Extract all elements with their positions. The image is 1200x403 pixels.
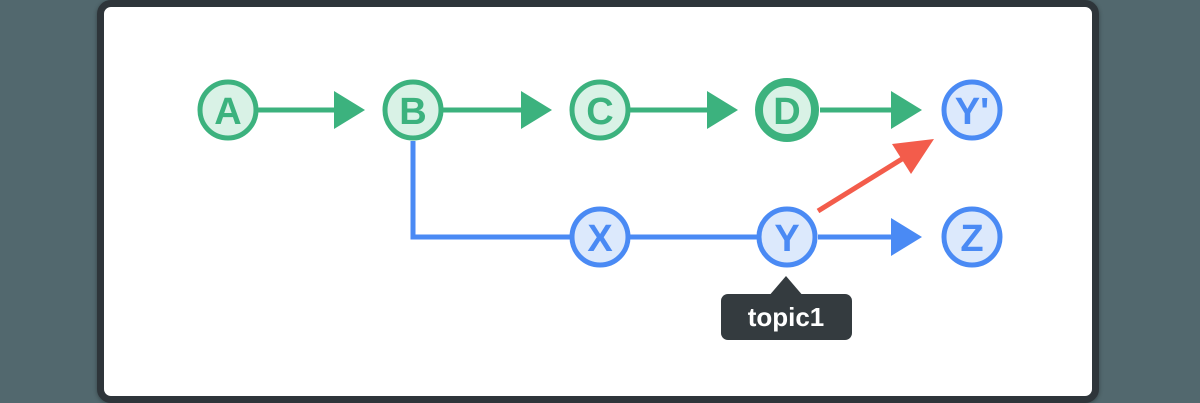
node-z: Z — [941, 206, 1003, 268]
edge-b-x-branch-elbow — [410, 141, 570, 240]
edge-c-d — [630, 91, 738, 129]
node-label: Y' — [955, 91, 989, 133]
edge-y-z — [818, 218, 922, 256]
node-label: Z — [960, 218, 983, 260]
node-label: Y — [774, 218, 799, 260]
node-a: A — [197, 79, 259, 141]
commit-circle — [382, 79, 444, 141]
rebase-arrow-y-to-yprime — [816, 139, 934, 214]
commit-circle — [756, 206, 818, 268]
tooltip-box — [721, 294, 852, 340]
arrowhead-icon — [892, 139, 934, 174]
branch-tooltip: topic1 — [721, 276, 852, 340]
commit-circle — [941, 206, 1003, 268]
node-yprime: Y' — [941, 79, 1003, 141]
diagram-canvas — [97, 0, 1099, 403]
node-b: B — [382, 79, 444, 141]
commit-circle — [941, 79, 1003, 141]
commit-circle — [569, 79, 631, 141]
tooltip-caret-icon — [768, 276, 804, 297]
commit-circle — [197, 79, 259, 141]
edge-line — [816, 156, 904, 214]
commit-circle — [569, 206, 631, 268]
arrowhead-icon — [891, 91, 922, 129]
tooltip-label: topic1 — [748, 302, 825, 332]
node-c: C — [569, 79, 631, 141]
commit-circle — [755, 78, 819, 142]
node-d: D — [755, 78, 819, 142]
node-x: X — [569, 206, 631, 268]
arrowhead-icon — [891, 218, 922, 256]
node-label: B — [399, 91, 426, 133]
node-label: D — [773, 91, 800, 133]
edge-d-yprime — [820, 91, 922, 129]
edge-b-c — [441, 91, 552, 129]
node-label: X — [587, 218, 613, 260]
arrowhead-icon — [707, 91, 738, 129]
node-label: C — [586, 91, 613, 133]
node-label: A — [214, 91, 241, 133]
edge-a-b — [257, 91, 365, 129]
arrowhead-icon — [521, 91, 552, 129]
node-y: Y — [756, 206, 818, 268]
arrowhead-icon — [334, 91, 365, 129]
